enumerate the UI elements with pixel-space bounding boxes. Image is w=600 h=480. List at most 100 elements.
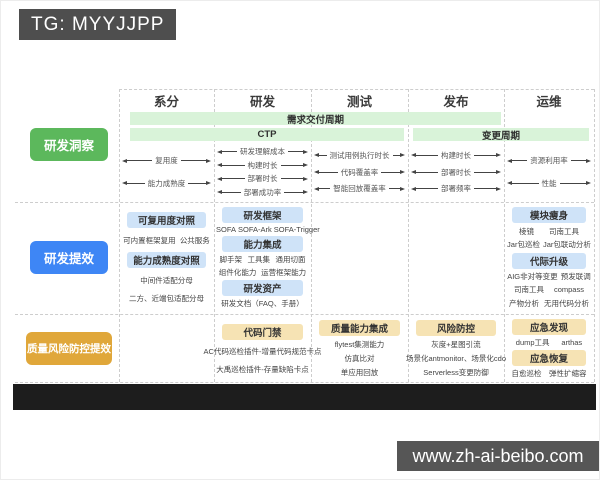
- metric-indicator: 构建时长: [216, 160, 309, 171]
- arrow-right-icon: [496, 153, 501, 158]
- arrow-right-icon: [206, 158, 211, 163]
- arrow-right-icon: [400, 186, 405, 191]
- note-text: 公共服务: [179, 235, 210, 245]
- row-label-button: 研发洞察: [30, 128, 108, 161]
- arrow-left-icon: [122, 181, 127, 186]
- note-row: 自愈巡检弹性扩缩容: [506, 368, 592, 379]
- arrow-right-icon: [206, 181, 211, 186]
- matrix-cell: [313, 205, 406, 311]
- capability-pill: 应急恢复: [512, 350, 586, 366]
- metric-line: [474, 154, 496, 156]
- watermark-footer: www.zh-ai-beibo.com: [397, 441, 599, 471]
- metric-label: 性能: [541, 178, 557, 188]
- note-text: SOFA-Ark: [238, 225, 272, 234]
- matrix-cell: 研发理解成本构建时长部署时长部署成功率: [216, 144, 309, 200]
- note-text: 可内置框架复用: [123, 235, 176, 245]
- metric-label: 构建时长: [247, 160, 278, 170]
- note-row: 产物分析无用代码分析: [506, 298, 592, 309]
- divider-band: [13, 384, 596, 410]
- note-row: 脚手架工具集通用切面: [216, 254, 309, 265]
- arrow-right-icon: [400, 153, 405, 158]
- metric-line: [280, 178, 303, 180]
- note-text: 脚手架: [219, 255, 243, 264]
- row-label-button: 质量风险防控提效: [26, 332, 112, 365]
- arrow-right-icon: [586, 158, 591, 163]
- metric-label: 部署频率: [441, 184, 471, 194]
- arrow-left-icon: [217, 190, 222, 195]
- arrow-right-icon: [586, 181, 591, 186]
- matrix-cell: 资源利用率性能: [506, 144, 592, 200]
- metric-indicator: 能力成熟度: [121, 178, 212, 189]
- grid-line-vertical: [408, 89, 409, 382]
- metric-indicator: 研发理解成本: [216, 146, 309, 157]
- note-text: AIG非对等变更: [507, 271, 558, 281]
- note-text: 组件化能力: [218, 268, 257, 277]
- metric-indicator: 部署时长: [410, 167, 502, 178]
- arrow-right-icon: [496, 170, 501, 174]
- metric-line: [512, 160, 528, 162]
- arrow-left-icon: [507, 158, 512, 163]
- matrix-cell: [410, 205, 502, 311]
- matrix-cell: 可复用度对照可内置框架复用公共服务能力成熟度对照中间件适配分母二方、近端包适配分…: [121, 205, 212, 311]
- matrix-cell: 质量能力集成 flytest集测能力仿真比对单应用回放: [313, 317, 406, 381]
- note-text: 单应用回放: [340, 368, 379, 377]
- column-header: 运维: [536, 94, 562, 109]
- grid-line-horizontal: [15, 314, 594, 315]
- note-text: dump工具: [515, 338, 550, 347]
- capability-pill: 质量能力集成: [319, 320, 400, 336]
- note-text: SOFA: [216, 225, 237, 234]
- note-row: 棱镜 司南工具: [506, 226, 592, 237]
- watermark-tag: TG: MYYJJPP: [19, 9, 177, 40]
- metric-label: 智能回放覆盖率: [333, 184, 386, 194]
- note-text: 场景化antmonitor、场景化cdo: [405, 354, 507, 363]
- note-text: 司南工具: [549, 226, 579, 236]
- metric-indicator: 构建时长: [410, 150, 502, 161]
- metric-indicator: 代码覆盖率: [313, 167, 406, 178]
- metric-indicator: 复用度: [121, 155, 212, 166]
- column-header: 系分: [153, 94, 179, 109]
- capability-pill: 研发资产: [222, 280, 303, 296]
- capability-pill: 应急发现: [512, 319, 586, 335]
- note-text: flytest集测能力: [334, 340, 385, 349]
- metric-line: [188, 182, 206, 184]
- metric-indicator: 部署成功率: [216, 187, 309, 198]
- capability-pill: 可复用度对照: [127, 211, 206, 228]
- note-text: Jar包联动分析: [543, 240, 591, 250]
- metric-line: [392, 154, 400, 156]
- note-text: arthas: [561, 338, 583, 347]
- arrow-left-icon: [411, 153, 416, 158]
- note-text: 通用切面: [275, 255, 306, 264]
- matrix-cell: 应急发现 dump工具 arthas 应急恢复自愈巡检弹性扩缩容: [506, 317, 592, 381]
- capability-pill: 代码门禁: [222, 323, 303, 340]
- metric-line: [559, 182, 586, 184]
- arrow-left-icon: [122, 158, 127, 163]
- metric-label: 构建时长: [441, 150, 471, 160]
- note-row: 可内置框架复用公共服务: [121, 235, 212, 246]
- grid-line-vertical: [214, 89, 215, 382]
- matrix-cell: [121, 317, 212, 381]
- column-header: 研发: [249, 94, 275, 109]
- note-text: 棱镜: [519, 226, 534, 236]
- phase-bar: CTP: [130, 128, 404, 141]
- metric-line: [280, 164, 303, 166]
- metric-line: [127, 160, 153, 162]
- capability-pill: 能力成熟度对照: [127, 252, 206, 269]
- metric-line: [319, 154, 327, 156]
- grid-line-horizontal: [15, 382, 594, 383]
- metric-line: [416, 154, 438, 156]
- arrow-left-icon: [411, 186, 416, 191]
- phase-bar: 需求交付周期: [130, 112, 501, 126]
- note-text: SOFA-Trigger: [273, 225, 320, 234]
- grid-line-vertical: [504, 89, 505, 382]
- arrow-left-icon: [314, 186, 319, 191]
- note-row: dump工具 arthas: [506, 337, 592, 348]
- note-row: 组件化能力运营框架能力: [216, 267, 309, 278]
- phase-bar: 变更周期: [413, 128, 589, 142]
- note-text: 仿真比对: [344, 354, 375, 363]
- column-header: 发布: [443, 94, 469, 109]
- note-text: compass: [553, 285, 584, 295]
